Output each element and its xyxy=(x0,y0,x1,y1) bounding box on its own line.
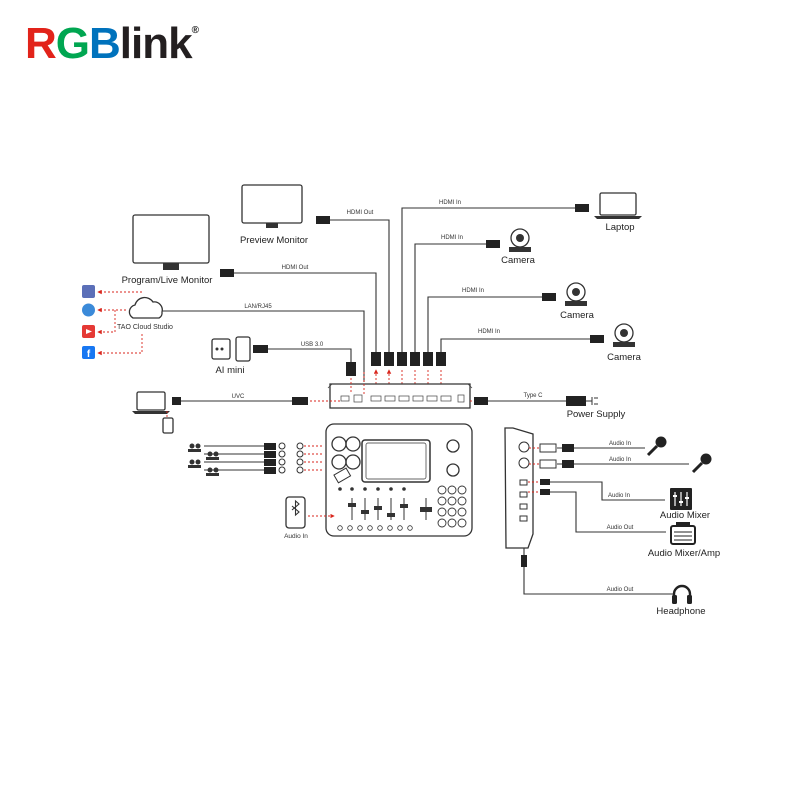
bluetooth-audio-in-label: Audio In xyxy=(284,533,308,540)
hdmi-in-camera3-label: HDMI In xyxy=(478,329,500,335)
laptop-icon xyxy=(132,391,170,414)
audio-in-mic1-label: Audio In xyxy=(609,441,631,447)
camera-2-label: Camera xyxy=(560,310,595,321)
audio-out-headphone-label: Audio Out xyxy=(607,587,634,593)
audio-mixer-label: Audio Mixer xyxy=(660,510,710,521)
switcher-side-view xyxy=(504,427,534,549)
microphone-icon xyxy=(646,436,667,457)
preview-monitor-icon xyxy=(241,184,303,228)
social-platform-icons: f xyxy=(82,285,95,360)
laptop-label: Laptop xyxy=(605,222,634,233)
hdmi-out-program-label: HDMI Out xyxy=(282,265,309,271)
switcher-rear-panel xyxy=(327,383,473,409)
facebook-icon xyxy=(82,346,95,359)
brand-letter-g: G xyxy=(55,19,90,68)
cloud-icon xyxy=(128,296,163,319)
registered-mark: ® xyxy=(191,25,199,36)
camera-3-label: Camera xyxy=(607,352,642,363)
ai-mini-camera-icon xyxy=(211,336,251,362)
lan-cable-label: LAN/RJ45 xyxy=(244,304,272,310)
camera-1-label: Camera xyxy=(501,255,536,266)
bluetooth-phone-icon xyxy=(285,496,306,529)
laptop-icon xyxy=(594,192,642,219)
audio-out-amp-label: Audio Out xyxy=(607,525,634,531)
usb-cable-label: USB 3.0 xyxy=(301,342,324,348)
brand-letter-b: B xyxy=(89,19,121,68)
phone-icon xyxy=(162,417,174,434)
preview-monitor-label: Preview Monitor xyxy=(240,235,308,246)
teams-icon xyxy=(82,285,95,298)
video-switcher-device xyxy=(325,423,473,537)
audio-in-mic2-label: Audio In xyxy=(609,457,631,463)
type-c-cable-label: Type C xyxy=(523,393,543,399)
program-monitor-label: Program/Live Monitor xyxy=(122,275,213,286)
microphone-icon xyxy=(691,453,712,474)
uvc-cable-label: UVC xyxy=(232,394,245,400)
brand-wordmark: link xyxy=(119,19,193,68)
brand-letter-r: R xyxy=(25,19,57,68)
hdmi-in-camera1-label: HDMI In xyxy=(441,235,463,241)
ai-mini-label: AI mini xyxy=(215,365,244,376)
hdmi-in-camera2-label: HDMI In xyxy=(462,288,484,294)
hdmi-in-laptop-label: HDMI In xyxy=(439,200,461,206)
amplifier-icon xyxy=(670,522,696,545)
program-monitor-icon xyxy=(132,214,210,270)
audio-adapter-cables xyxy=(188,442,322,476)
camera-icon xyxy=(613,323,635,347)
power-supply-label: Power Supply xyxy=(567,409,626,420)
headphone-label: Headphone xyxy=(656,606,705,617)
audio-in-mixer-label: Audio In xyxy=(608,493,630,499)
camera-icon xyxy=(509,228,531,252)
audio-mixer-icon xyxy=(670,488,692,510)
audio-mixer-amp-label: Audio Mixer/Amp xyxy=(648,548,720,559)
brand-logo: RGBlink® xyxy=(25,19,199,68)
tao-cloud-label: TAO Cloud Studio xyxy=(117,324,173,331)
headphone-icon xyxy=(672,584,692,604)
hdmi-out-preview-label: HDMI Out xyxy=(347,210,374,216)
camera-icon xyxy=(565,282,587,306)
svg-text:f: f xyxy=(87,349,91,360)
zoom-icon xyxy=(82,303,95,317)
